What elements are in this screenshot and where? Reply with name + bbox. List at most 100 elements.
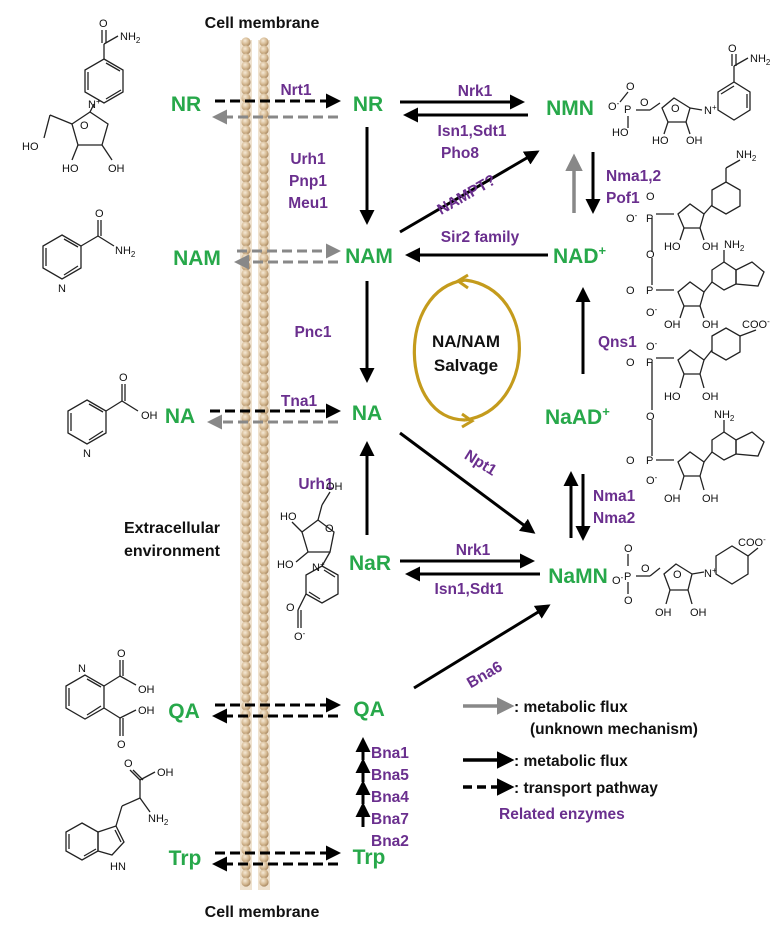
salvage-cycle: NA/NAM Salvage — [412, 273, 521, 429]
svg-text:N: N — [83, 448, 91, 460]
namn-n-plus: N+ — [704, 566, 717, 580]
svg-text:OH: OH — [702, 319, 719, 331]
na-structure-atoms: O OH N — [83, 372, 158, 460]
svg-text:HO: HO — [664, 391, 681, 403]
nr-nh2: NH2 — [120, 31, 141, 45]
nad-structure — [651, 159, 765, 319]
naad-structure-atoms: P O O- O P O O- HO OH COO- NH2 OH OH — [626, 317, 770, 505]
nad-nh2-1: NH2 — [736, 149, 757, 163]
metabolite-nad: NAD+ — [553, 243, 607, 268]
svg-text:OH: OH — [655, 607, 672, 619]
svg-text:O: O — [646, 191, 655, 203]
flux-nar-namn — [400, 553, 540, 582]
svg-text:O: O — [646, 249, 655, 261]
extracellular-label-line1: Extracellular — [124, 520, 220, 537]
enzyme-bna4: Bna4 — [371, 789, 409, 806]
enzyme-nrk1-top: Nrk1 — [458, 83, 493, 100]
svg-text:O: O — [119, 372, 128, 384]
enzyme-isn1-sdt1-bottom: Isn1,Sdt1 — [435, 581, 504, 598]
flux-qa-namn — [413, 604, 551, 690]
metabolite-naad: NaAD+ — [545, 404, 610, 429]
svg-text:O: O — [626, 81, 635, 93]
cycle-label-line1: NA/NAM — [432, 332, 500, 351]
enzyme-pnc1: Pnc1 — [294, 324, 331, 341]
svg-text:OH: OH — [702, 241, 719, 253]
legend-grey-label: : metabolic flux — [514, 699, 628, 716]
svg-text:O: O — [646, 411, 655, 423]
nad-o-minus-1: O- — [626, 211, 638, 225]
legend-black-label: : metabolic flux — [514, 753, 628, 770]
svg-text:OH: OH — [690, 607, 707, 619]
metabolite-qa-intracellular: QA — [353, 698, 385, 721]
metabolite-na-extracellular: NA — [165, 405, 195, 428]
svg-text:OH: OH — [138, 684, 155, 696]
enzyme-bna7: Bna7 — [371, 811, 409, 828]
nmn-structure-atoms: O- P O HO O O HO OH N+ O NH2 — [608, 43, 771, 147]
metabolite-nr-intracellular: NR — [353, 93, 383, 116]
naad-coo-minus: COO- — [742, 317, 770, 331]
nar-n-plus: N+ — [312, 560, 325, 574]
svg-text:HN: HN — [110, 861, 126, 873]
svg-text:O: O — [671, 103, 680, 115]
nam-structure-atoms: O NH2 N — [58, 208, 136, 295]
enzyme-sir2-family: Sir2 family — [441, 229, 520, 246]
flux-nr-nmn — [400, 94, 528, 123]
nam-structure — [42, 220, 115, 280]
enzyme-nampt: NAMPT? — [435, 172, 499, 219]
enzyme-nma2: Nma2 — [593, 510, 635, 527]
svg-text:OH: OH — [108, 163, 125, 175]
metabolite-trp-extracellular: Trp — [169, 847, 202, 870]
svg-text:P: P — [646, 285, 653, 297]
cycle-label-line2: Salvage — [434, 356, 498, 375]
metabolite-na-intracellular: NA — [352, 402, 382, 425]
membrane-bottom-label: Cell membrane — [205, 904, 320, 921]
svg-text:O: O — [641, 563, 650, 575]
svg-text:HO: HO — [62, 163, 79, 175]
svg-text:P: P — [624, 104, 631, 116]
nam-nh2: NH2 — [115, 245, 136, 259]
svg-text:O: O — [95, 208, 104, 220]
svg-text:HO: HO — [612, 127, 629, 139]
namn-structure-atoms: O- P O O O O OH OH N+ COO- — [612, 535, 766, 619]
flux-nam-nmn — [399, 150, 540, 234]
namn-structure — [627, 545, 759, 605]
svg-text:O: O — [286, 602, 295, 614]
nad-structure-atoms: P O- O O P O O- HO OH NH2 NH2 OH OH — [626, 149, 757, 331]
metabolite-nam-intracellular: NAM — [345, 245, 393, 268]
namn-coo-minus: COO- — [738, 535, 766, 549]
qa-structure — [65, 660, 137, 736]
metabolite-nar: NaR — [349, 552, 391, 575]
transport-na — [207, 403, 341, 430]
enzyme-nma12: Nma1,2 — [606, 168, 661, 185]
enzyme-urh1-mid: Urh1 — [298, 476, 334, 493]
enzyme-bna1: Bna1 — [371, 745, 409, 762]
svg-text:O: O — [626, 285, 635, 297]
metabolite-nam-extracellular: NAM — [173, 247, 221, 270]
naad-structure — [651, 327, 765, 491]
svg-text:P: P — [646, 455, 653, 467]
svg-text:N: N — [78, 663, 86, 675]
nad-nh2-2: NH2 — [724, 239, 745, 253]
enzyme-bna2: Bna2 — [371, 833, 409, 850]
svg-text:P: P — [624, 571, 631, 583]
enzyme-tna1: Tna1 — [281, 393, 318, 410]
trp-structure — [65, 769, 156, 861]
enzyme-pnp1: Pnp1 — [289, 173, 327, 190]
metabolite-nr-extracellular: NR — [171, 93, 201, 116]
enzyme-bna6: Bna6 — [464, 658, 506, 692]
legend-dashed-label: : transport pathway — [514, 780, 658, 797]
naad-nh2: NH2 — [714, 409, 735, 423]
nar-structure — [291, 491, 339, 628]
svg-text:P: P — [646, 213, 653, 225]
enzyme-pof1: Pof1 — [606, 190, 640, 207]
enzyme-qns1: Qns1 — [598, 334, 637, 351]
svg-text:N: N — [58, 283, 66, 295]
nmn-n-plus: N+ — [704, 103, 717, 117]
metabolite-qa-extracellular: QA — [168, 700, 200, 723]
enzyme-isn1-sdt1-top: Isn1,Sdt1 — [438, 123, 507, 140]
namn-o-minus: O- — [612, 573, 624, 587]
enzyme-urh1-top: Urh1 — [290, 151, 326, 168]
legend-grey-sublabel: (unknown mechanism) — [530, 721, 698, 738]
enzyme-nrk1-bottom: Nrk1 — [456, 542, 491, 559]
svg-text:O: O — [99, 18, 108, 30]
